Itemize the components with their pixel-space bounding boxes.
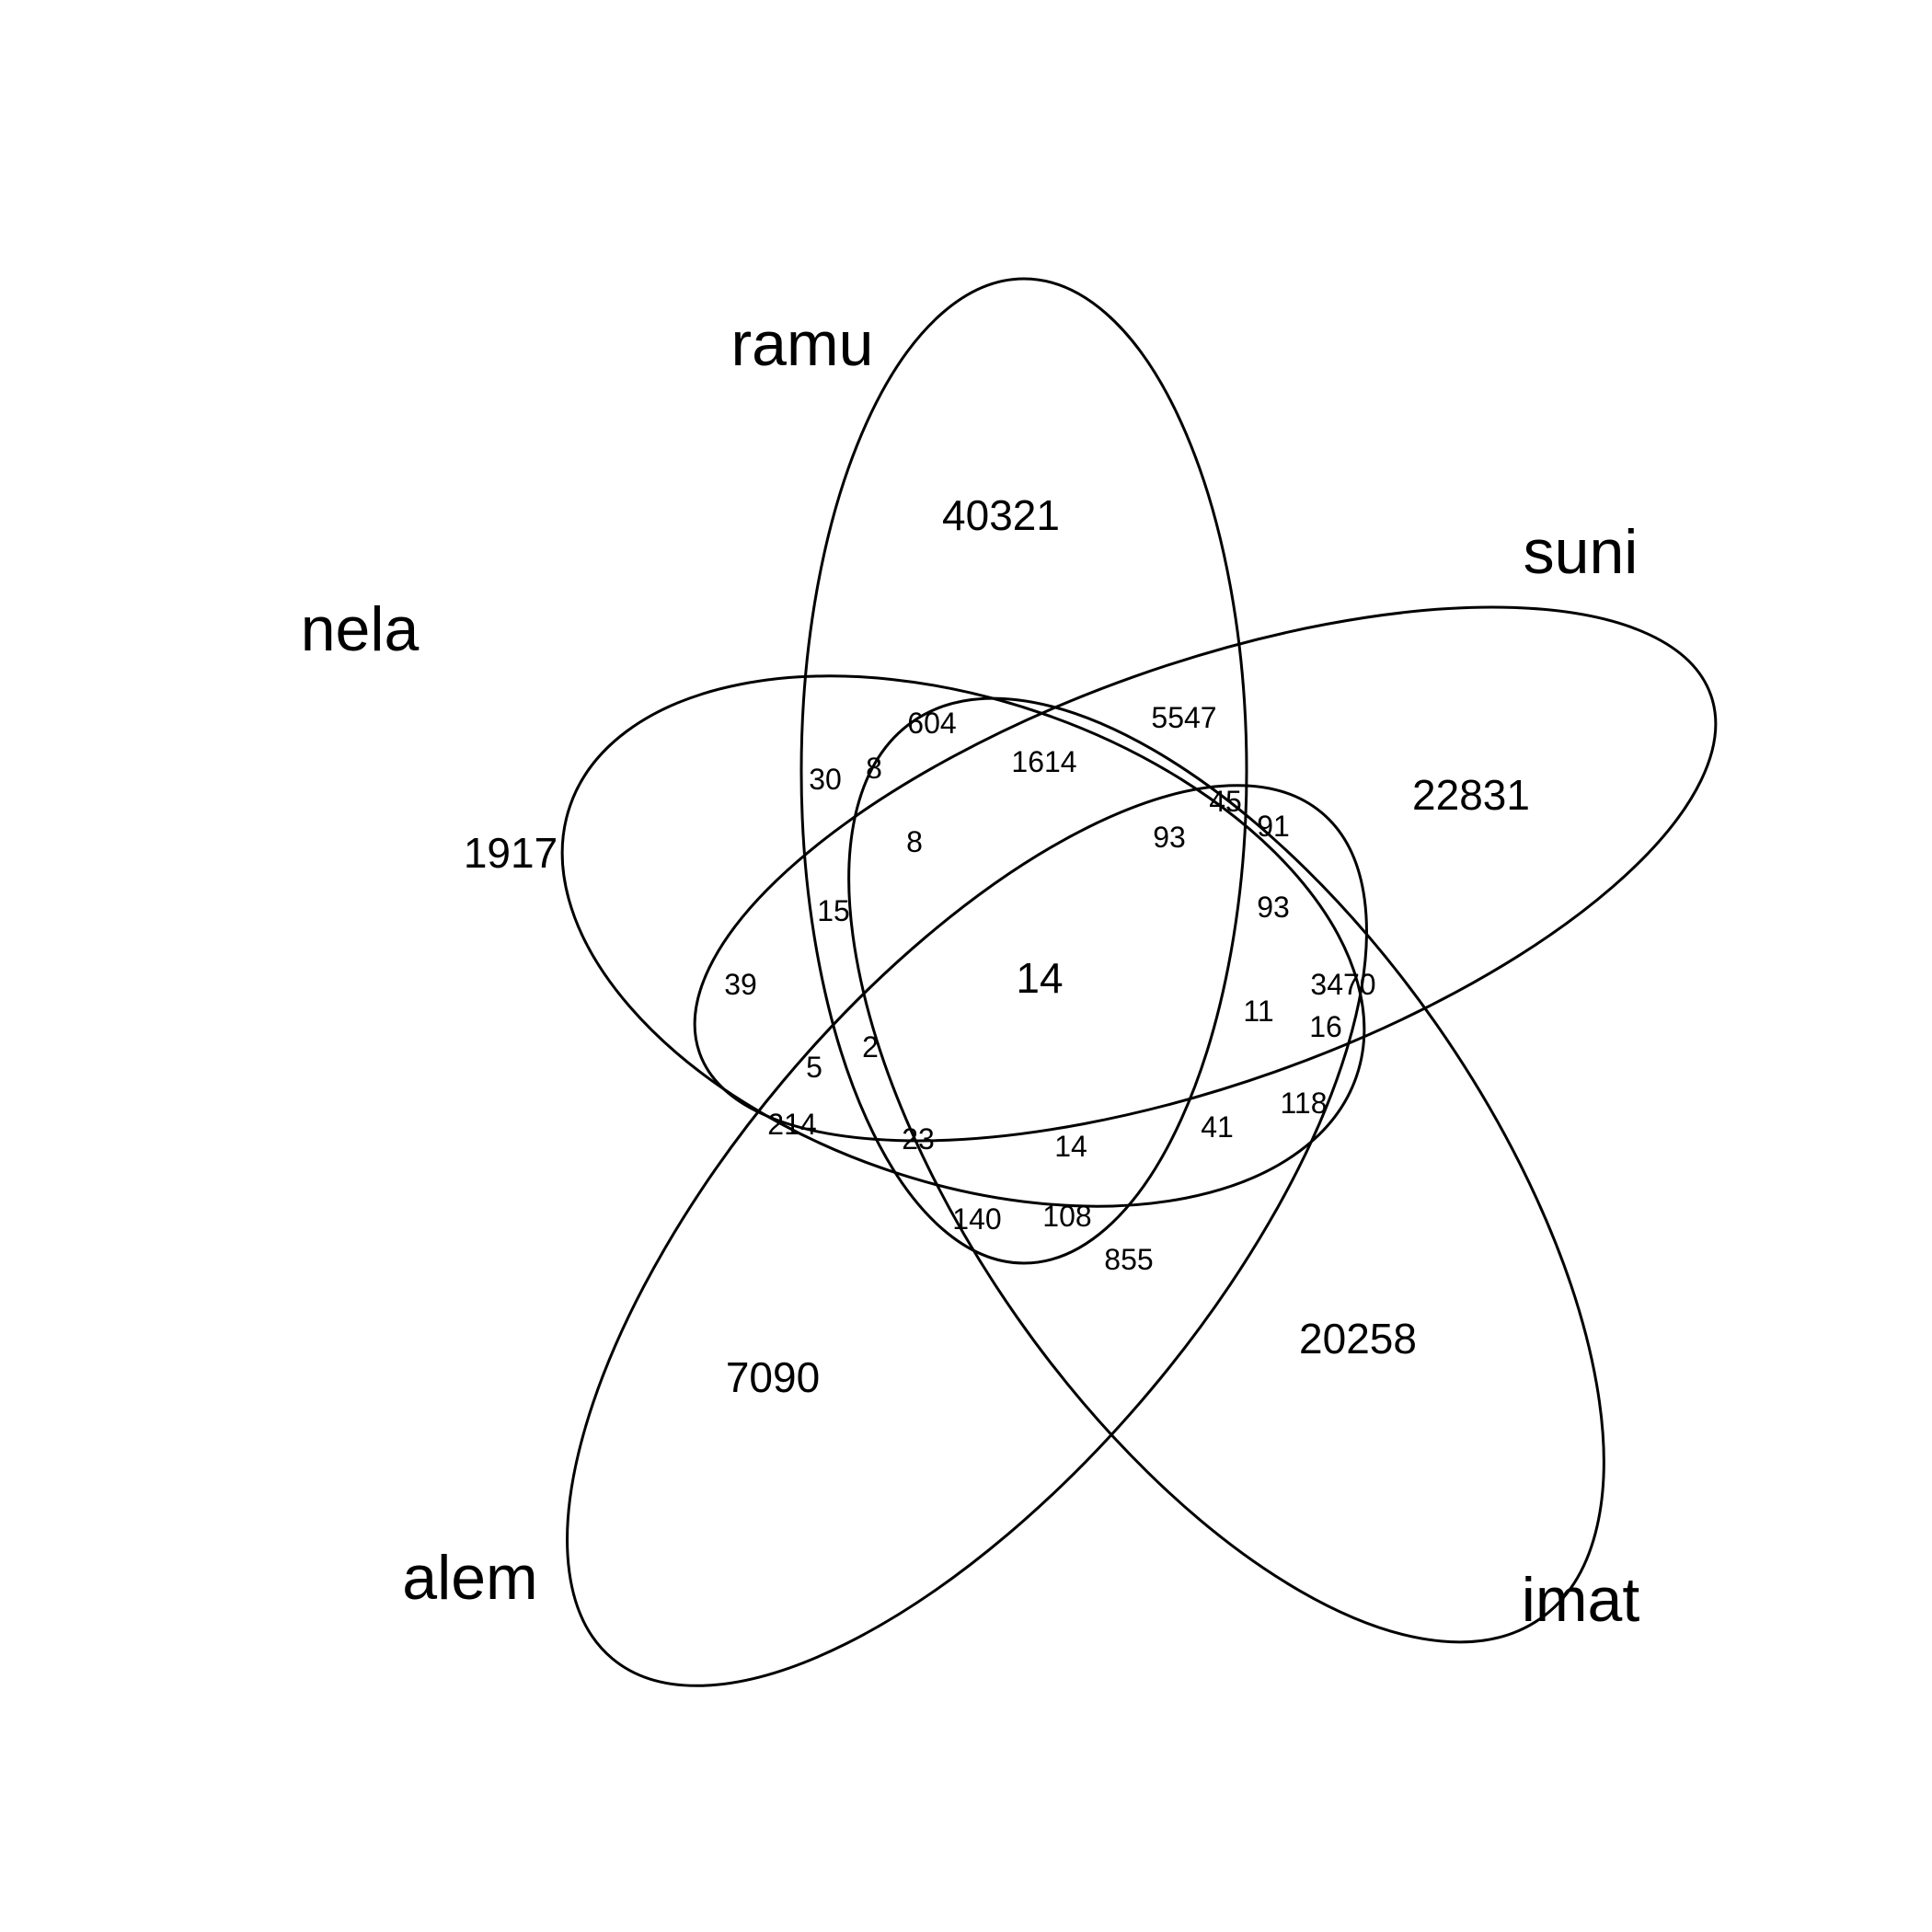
alem-ellipse: [566, 784, 1368, 1687]
count-region: 5: [806, 1051, 822, 1084]
count-region: 30: [809, 763, 842, 796]
count-region: 140: [952, 1202, 1001, 1236]
region-counts: 40321 22831 1917 7090 20258 14 604 5547 …: [464, 491, 1530, 1401]
count-region: 1614: [1011, 745, 1076, 778]
count-region: 2: [862, 1030, 879, 1064]
count-region: 16: [1309, 1010, 1342, 1043]
count-region: 93: [1153, 821, 1186, 854]
suni-ellipse: [693, 605, 1718, 1143]
count-region: 118: [1280, 1087, 1327, 1120]
count-region: 93: [1257, 891, 1290, 924]
count-alem-only: 7090: [726, 1353, 820, 1401]
ramu-ellipse: [799, 277, 1248, 1265]
count-region: 3470: [1310, 968, 1375, 1001]
count-region: 108: [1042, 1200, 1091, 1233]
count-region: 8: [866, 752, 882, 785]
count-region: 39: [724, 968, 757, 1001]
count-region: 214: [767, 1108, 816, 1141]
set-label-imat: imat: [1522, 1565, 1640, 1635]
count-imat-only: 20258: [1299, 1315, 1417, 1363]
set-label-nela: nela: [301, 594, 420, 664]
nela-ellipse: [560, 674, 1366, 1208]
set-label-alem: alem: [402, 1543, 537, 1613]
count-ramu-only: 40321: [942, 491, 1060, 539]
count-region: 5547: [1151, 701, 1216, 734]
count-region: 91: [1257, 810, 1290, 843]
count-region: 855: [1104, 1243, 1153, 1276]
count-region: 45: [1209, 785, 1242, 818]
count-region: 23: [902, 1122, 935, 1156]
count-region: 8: [906, 825, 923, 858]
count-nela-only: 1917: [464, 829, 558, 877]
count-region: 15: [817, 894, 850, 927]
set-label-ramu: ramu: [731, 309, 874, 379]
set-outlines: [560, 277, 1718, 1687]
count-region: 604: [907, 707, 956, 740]
set-label-suni: suni: [1524, 517, 1639, 587]
imat-ellipse: [847, 696, 1605, 1644]
count-suni-only: 22831: [1412, 771, 1530, 819]
count-region: 11: [1243, 995, 1273, 1028]
count-region: 41: [1201, 1110, 1234, 1144]
set-labels: ramu suni nela alem imat: [301, 309, 1640, 1635]
count-all-five: 14: [1016, 954, 1063, 1002]
count-region: 14: [1054, 1130, 1087, 1163]
